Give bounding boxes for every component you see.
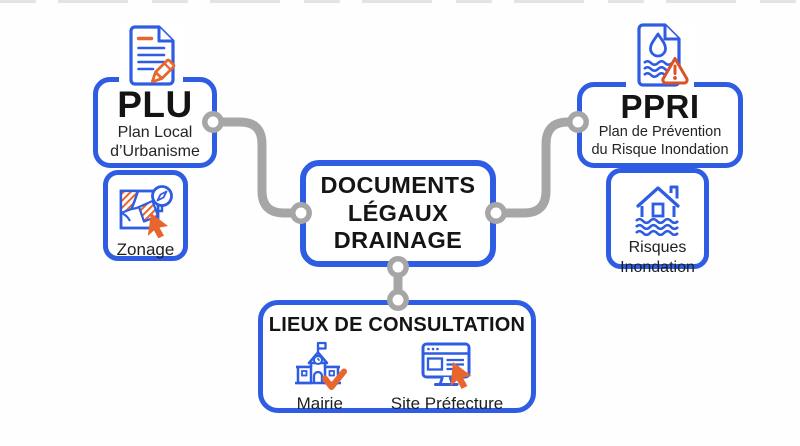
documents-legaux-drainage-node: DOCUMENTS LÉGAUX DRAINAGE: [300, 160, 496, 267]
site-prefecture-label: Site Préfecture: [390, 394, 504, 413]
plu-subtitle-line1: Plan Local: [117, 124, 193, 141]
ppri-subtitle-line1: Plan de Prévention: [598, 124, 722, 140]
consultation-title: LIEUX DE CONSULTATION: [268, 314, 526, 336]
plu-node: PLU Plan Local d’Urbanisme: [93, 77, 217, 168]
consultation-item-mairie: Mairie: [291, 341, 349, 414]
town-hall-check-icon: [291, 341, 349, 393]
ppri-subtitle-line2: du Risque Inondation: [591, 142, 729, 159]
top-edge-artifact: [0, 0, 800, 3]
zonage-node: Zonage: [103, 170, 188, 261]
consultation-items: Mairie S: [291, 341, 503, 414]
house-flood-icon: [629, 182, 687, 237]
flood-document-warning-icon: [626, 22, 694, 88]
zonage-label: Zonage: [116, 240, 175, 259]
plu-subtitle-line2: d’Urbanisme: [110, 143, 200, 161]
center-title-line3: DRAINAGE: [333, 227, 463, 254]
center-title-line1: DOCUMENTS: [320, 172, 476, 199]
plu-title: PLU: [117, 84, 193, 125]
ppri-title: PPRI: [620, 88, 700, 125]
center-title-line2: LÉGAUX: [347, 199, 449, 226]
mairie-label: Mairie: [296, 394, 343, 413]
lieux-consultation-node: LIEUX DE CONSULTATION: [258, 300, 536, 413]
ppri-node: PPRI Plan de Prévention du Risque Inonda…: [577, 82, 743, 168]
website-cursor-icon: [415, 341, 479, 393]
document-pencil-icon: [119, 24, 183, 88]
risques-inondation-node: Risques Inondation: [606, 168, 709, 276]
connector-plu-to-center: [213, 117, 301, 218]
connector-center-to-ppri: [496, 117, 578, 218]
risques-label-line2: Inondation: [620, 258, 695, 276]
consultation-item-site-prefecture: Site Préfecture: [391, 341, 503, 414]
risques-label-line1: Risques: [628, 239, 687, 256]
zoning-map-cursor-icon: [118, 182, 174, 239]
